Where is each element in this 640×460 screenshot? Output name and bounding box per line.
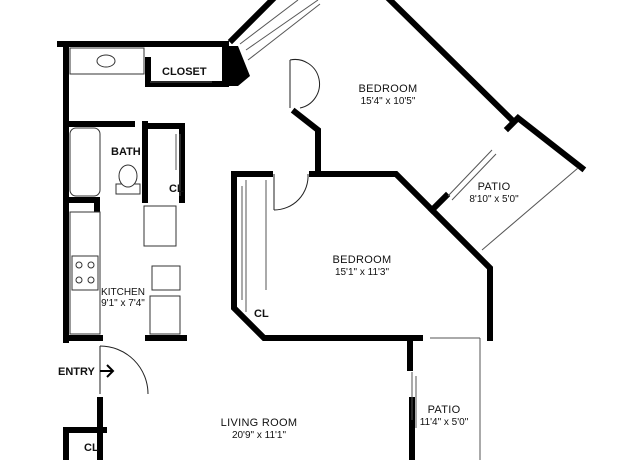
- patio1-door-2: [451, 153, 497, 201]
- living-label: LIVING ROOM: [221, 417, 298, 429]
- closet-label: CLOSET: [162, 66, 207, 78]
- patio1-rail: [481, 167, 579, 251]
- living-size: 20'9" x 11'1": [232, 430, 287, 441]
- doors: [99, 59, 320, 395]
- burner-1-icon: [75, 261, 83, 269]
- windows: [239, 0, 579, 460]
- burner-2-icon: [87, 261, 95, 269]
- burner-4-icon: [87, 276, 95, 284]
- door-bed1: [289, 59, 320, 109]
- door-entry: [99, 345, 149, 395]
- kitchen-size: 9'1" x 7'4": [101, 298, 145, 309]
- wall-bed2-top-right: [309, 171, 493, 341]
- wall-closet-bottom: [145, 57, 229, 87]
- bedroom1-size: 15'4" x 10'5": [361, 96, 416, 107]
- dishwasher-icon: [149, 295, 181, 335]
- bathtub-icon: [69, 127, 101, 197]
- window-bed1-top: [239, 0, 299, 45]
- wall-bed1-top-right: [385, 0, 517, 125]
- bedroom2-size: 15'1" x 11'3": [335, 267, 390, 278]
- kitchen-sink-icon: [151, 265, 181, 291]
- cl-living-label: CL: [84, 442, 99, 454]
- cl-bed2-label: CL: [254, 308, 269, 320]
- wall-block: [222, 46, 250, 86]
- fridge-icon: [143, 205, 177, 247]
- wall-bed2-left: [231, 171, 423, 341]
- patio1-size: 8'10" x 5'0": [469, 194, 519, 205]
- patio1-door: [447, 149, 493, 197]
- bedroom1-label: BEDROOM: [359, 83, 418, 95]
- bedroom2-label: BEDROOM: [333, 254, 392, 266]
- patio2-label: PATIO: [428, 404, 461, 416]
- burner-3-icon: [75, 276, 83, 284]
- bath-label: BATH: [111, 146, 141, 158]
- stove-icon: [71, 255, 99, 291]
- walls: [57, 0, 587, 460]
- wall-bed1-top-left: [227, 0, 277, 45]
- toilet-icon: [118, 164, 138, 188]
- cl-bath-label: CL: [169, 183, 184, 195]
- entry-label: ENTRY: [58, 366, 96, 378]
- patio2-size: 11'4" x 5'0": [420, 417, 469, 428]
- fixtures: [69, 47, 181, 335]
- kitchen-label: KITCHEN: [101, 287, 145, 298]
- window-bed1-top-2: [245, 0, 319, 51]
- wall-bed1-bottom: [427, 191, 451, 215]
- window-bed1-top-3: [247, 3, 321, 61]
- door-bed2: [273, 173, 309, 211]
- sink-icon: [96, 54, 116, 68]
- patio1-label: PATIO: [478, 181, 511, 193]
- closet-doors: [150, 81, 267, 312]
- room-labels: CLOSET BEDROOM 15'4" x 10'5" BATH CL PAT…: [58, 66, 519, 454]
- arrow-right-icon: [100, 364, 115, 378]
- wall-bed1-inner: [290, 107, 321, 173]
- wall-bed1-right: [503, 114, 587, 173]
